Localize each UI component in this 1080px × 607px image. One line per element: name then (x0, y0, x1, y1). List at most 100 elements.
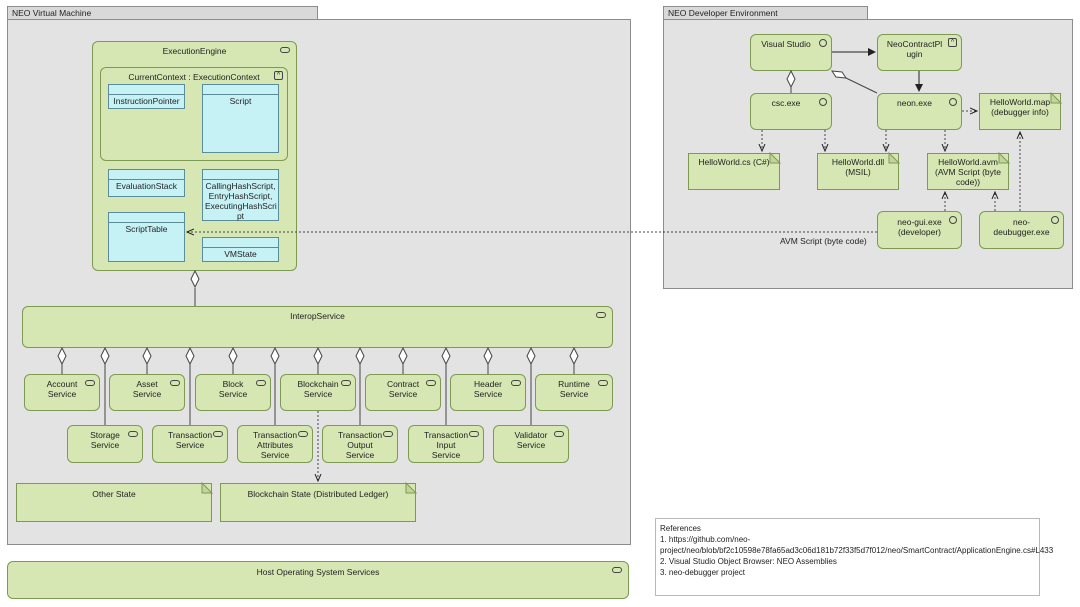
process-icon (819, 98, 827, 106)
component-icon (213, 431, 223, 437)
component-icon (598, 380, 608, 386)
neo-contract-plugin-label: NeoContractPl ugin (886, 39, 943, 59)
csc-exe[interactable]: csc.exe (750, 93, 832, 130)
calling-hash-script-label: CallingHashScript, EntryHashScript, Exec… (205, 181, 277, 221)
transaction-attributes-service-label: Transaction Attributes Service (252, 430, 298, 460)
fold-helloworld-map (1050, 91, 1063, 104)
other-state-label: Other State (92, 489, 136, 499)
evaluation-stack-label: EvaluationStack (116, 181, 177, 191)
component-icon (596, 312, 606, 318)
component-icon (612, 567, 622, 573)
contract-service-label: Contract Service (386, 379, 420, 399)
helloworld-avm[interactable]: HelloWorld.avm (AVM Script (byte code)) (927, 153, 1009, 190)
neo-gui-exe-label: neo-gui.exe (developer) (897, 217, 942, 237)
vm-state[interactable]: VMState (202, 237, 279, 262)
helloworld-avm-label: HelloWorld.avm (AVM Script (byte code)) (935, 157, 1001, 187)
neo-debugger-exe[interactable]: neo- deubugger.exe (979, 211, 1064, 249)
helloworld-map[interactable]: HelloWorld.map (debugger info) (979, 93, 1061, 130)
process-icon (1051, 216, 1059, 224)
runtime-service-label: Runtime Service (558, 379, 590, 399)
helloworld-map-label: HelloWorld.map (debugger info) (989, 97, 1051, 117)
group-title-vm: NEO Virtual Machine (12, 8, 92, 18)
reference-item-2: 2. Visual Studio Object Browser: NEO Ass… (660, 557, 837, 566)
instruction-pointer-label: InstructionPointer (113, 96, 180, 106)
process-icon (949, 216, 957, 224)
neon-exe-label: neon.exe (897, 98, 932, 108)
transaction-attributes-service[interactable]: Transaction Attributes Service (237, 425, 313, 463)
neo-gui-exe[interactable]: neo-gui.exe (developer) (877, 211, 962, 249)
transaction-input-service[interactable]: Transaction Input Service (408, 425, 484, 463)
group-tab-dev: NEO Developer Environment (663, 6, 868, 19)
blockchain-service[interactable]: Blockchain Service (280, 374, 356, 411)
collapse-chevron-icon[interactable]: ^ (948, 38, 957, 47)
header-service[interactable]: Header Service (450, 374, 526, 411)
other-state[interactable]: Other State (16, 483, 212, 522)
collapse-chevron-icon[interactable]: ^ (274, 71, 283, 80)
service-diamonds (57, 346, 579, 366)
contract-service[interactable]: Contract Service (365, 374, 441, 411)
component-icon (256, 380, 266, 386)
script-table[interactable]: ScriptTable (108, 212, 185, 262)
transaction-service-label: Transaction Service (167, 430, 213, 450)
fold-blockchain-state (405, 481, 418, 494)
csc-exe-label: csc.exe (771, 98, 801, 108)
validator-service[interactable]: Validator Service (493, 425, 569, 463)
account-service[interactable]: Account Service (24, 374, 100, 411)
fold-helloworld-cs (769, 151, 782, 164)
group-tab-vm: NEO Virtual Machine (7, 6, 318, 19)
fold-helloworld-avm (998, 151, 1011, 164)
reference-item-1: 1. https://github.com/neo-project/neo/bl… (660, 535, 1054, 555)
component-icon (469, 431, 479, 437)
interop-service[interactable]: InteropService (22, 306, 613, 348)
component-icon (426, 380, 436, 386)
references-title: References (660, 524, 701, 533)
reference-item-3: 3. neo-debugger project (660, 568, 745, 577)
component-icon (383, 431, 393, 437)
component-icon (128, 431, 138, 437)
references-box: References 1. https://github.com/neo-pro… (655, 518, 1054, 596)
execution-engine-label: ExecutionEngine (162, 46, 227, 56)
host-os-services[interactable]: Host Operating System Services (7, 561, 629, 599)
avm-script-label: AVM Script (byte code) (780, 236, 867, 246)
visual-studio[interactable]: Visual Studio (750, 34, 832, 71)
instruction-pointer[interactable]: InstructionPointer (108, 84, 185, 109)
runtime-service[interactable]: Runtime Service (535, 374, 613, 411)
component-icon (280, 47, 290, 53)
transaction-output-service-label: Transaction Output Service (337, 430, 383, 460)
block-service[interactable]: Block Service (195, 374, 271, 411)
neo-contract-plugin[interactable]: NeoContractPl ugin ^ (877, 34, 962, 71)
helloworld-cs-label: HelloWorld.cs (C#) (698, 157, 770, 167)
component-icon (85, 380, 95, 386)
storage-service[interactable]: Storage Service (67, 425, 143, 463)
evaluation-stack[interactable]: EvaluationStack (108, 169, 185, 197)
asset-service-label: Asset Service (132, 379, 162, 399)
composition-diamond-vs-neon (830, 70, 848, 79)
composition-diamond-ee (190, 269, 200, 289)
calling-hash-script[interactable]: CallingHashScript, EntryHashScript, Exec… (202, 169, 279, 221)
current-context-label: CurrentContext : ExecutionContext (128, 72, 260, 82)
host-os-services-label: Host Operating System Services (256, 567, 380, 577)
script-object[interactable]: Script (202, 84, 279, 153)
helloworld-dll[interactable]: HelloWorld.dll (MSIL) (817, 153, 899, 190)
transaction-output-service[interactable]: Transaction Output Service (322, 425, 398, 463)
group-title-dev: NEO Developer Environment (668, 8, 778, 18)
account-service-label: Account Service (46, 379, 78, 399)
blockchain-state[interactable]: Blockchain State (Distributed Ledger) (220, 483, 416, 522)
script-table-label: ScriptTable (125, 224, 168, 234)
fold-other-state (201, 481, 214, 494)
neo-debugger-exe-label: neo- deubugger.exe (993, 217, 1050, 237)
component-icon (298, 431, 308, 437)
helloworld-cs[interactable]: HelloWorld.cs (C#) (688, 153, 780, 190)
component-icon (170, 380, 180, 386)
service-links (61, 364, 575, 425)
neon-exe[interactable]: neon.exe (877, 93, 962, 130)
script-label: Script (229, 96, 252, 106)
storage-service-label: Storage Service (90, 430, 120, 450)
visual-studio-label: Visual Studio (761, 39, 811, 49)
transaction-service[interactable]: Transaction Service (152, 425, 228, 463)
asset-service[interactable]: Asset Service (109, 374, 185, 411)
blockchain-service-label: Blockchain Service (297, 379, 339, 399)
block-service-label: Block Service (218, 379, 248, 399)
component-icon (511, 380, 521, 386)
